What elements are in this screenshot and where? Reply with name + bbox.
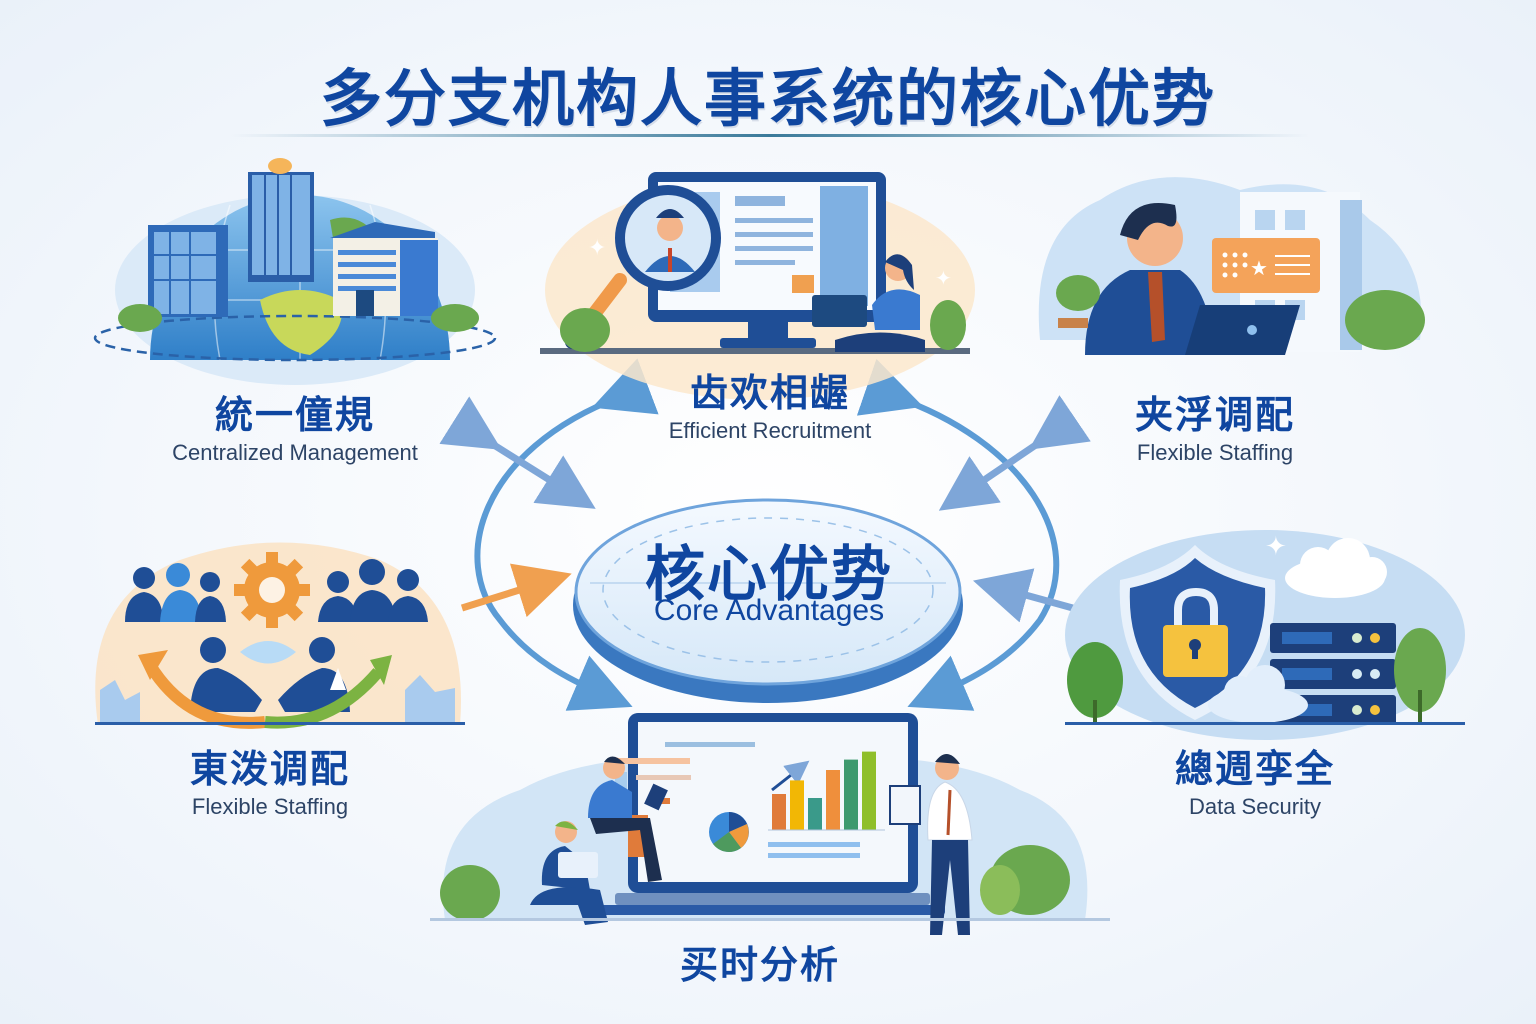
data-security-illustration: ✦ <box>1065 530 1465 740</box>
node-flexible-staffing-top: 夹浮调配 Flexible Staffing <box>1080 392 1350 468</box>
flexible-staffing-left-illustration <box>95 542 465 729</box>
title-divider <box>230 134 1310 137</box>
svg-text:✦: ✦ <box>588 236 606 261</box>
node-title-zh: 統一僮規 <box>214 393 375 437</box>
core-advantages-center: 核心优势 Core Advantages <box>574 500 964 690</box>
node-realtime-analytics: 买时分析 <box>630 942 890 988</box>
chart-bar <box>862 751 876 830</box>
node-title-zh: 總週孪全 <box>1174 747 1335 791</box>
flexible-staffing-top-illustration: ★ <box>1038 177 1425 355</box>
node-title-en: Flexible Staffing <box>191 794 349 819</box>
core-advantages-hub <box>573 498 963 703</box>
node-flexible-staffing-left: 東泼调配 Flexible Staffing <box>135 746 405 822</box>
bar-chart <box>772 751 876 830</box>
center-title-zh: 核心优势 <box>645 540 893 610</box>
connector-arrows <box>439 358 1091 711</box>
node-title-en: Efficient Recruitment <box>668 418 872 443</box>
chart-bar <box>790 780 804 830</box>
svg-text:★: ★ <box>1250 256 1268 280</box>
svg-text:✦: ✦ <box>935 266 952 290</box>
node-centralized-management: 統一僮規 Centralized Management <box>130 392 460 468</box>
chart-bar <box>808 798 822 830</box>
chart-bar <box>826 770 840 830</box>
node-title-zh: 齿欢相龌 <box>689 371 850 415</box>
analytics-illustration <box>430 713 1110 935</box>
node-title-zh: 买时分析 <box>679 943 840 987</box>
node-title-zh: 夹浮调配 <box>1134 393 1295 437</box>
center-title-en: Core Advantages <box>653 594 885 627</box>
node-title-en: Data Security <box>1188 794 1322 819</box>
node-title-zh: 東泼调配 <box>189 747 350 791</box>
pie-chart-icon <box>709 812 749 852</box>
node-data-security: 總週孪全 Data Security <box>1125 746 1385 822</box>
chart-bar <box>772 794 786 830</box>
page-title: 多分支机构人事系统的核心优势 <box>319 62 1216 135</box>
centralized-illustration <box>93 158 497 385</box>
node-efficient-recruitment: 齿欢相龌 Efficient Recruitment <box>620 370 920 446</box>
gear-icon <box>234 552 310 628</box>
svg-text:✦: ✦ <box>1265 532 1287 562</box>
node-title-en: Flexible Staffing <box>1136 440 1294 465</box>
recruitment-illustration: ✦ ✦ <box>540 172 975 400</box>
node-title-en: Centralized Management <box>172 440 418 465</box>
chart-bar <box>844 759 858 830</box>
